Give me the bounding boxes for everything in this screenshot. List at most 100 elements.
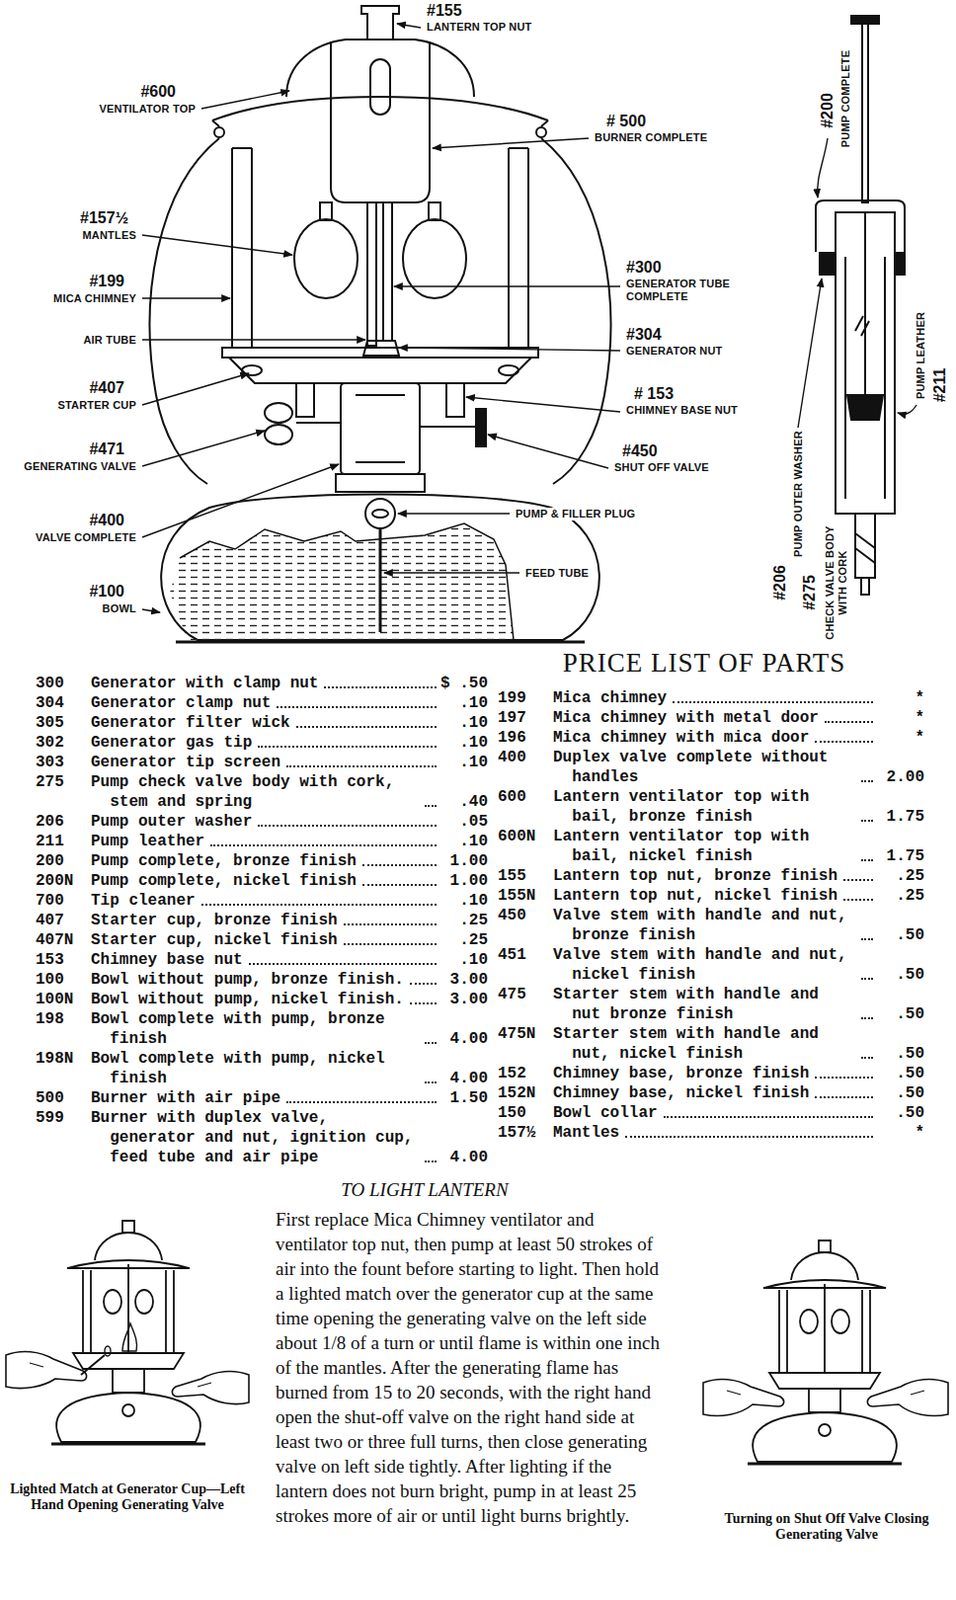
price-row: 400Duplex valve complete without handles…: [497, 747, 925, 788]
part-price: *: [876, 1122, 925, 1143]
valve-illustration: [867, 1379, 949, 1417]
part-price: .50: [876, 1063, 925, 1084]
dot-leader: [861, 938, 874, 941]
row-body: Bowl complete with pump, bronze finish: [90, 1009, 441, 1049]
lighting-illustration: [5, 1220, 249, 1444]
burner: [319, 41, 441, 221]
callout: #200: [818, 90, 837, 131]
row-body: Bowl collar: [553, 1103, 877, 1123]
pump-drawing: [815, 200, 905, 252]
part-price: .25: [876, 885, 925, 906]
row-body: Generator gas tip: [90, 732, 441, 753]
leader-line: [142, 464, 339, 538]
part-number: 599: [35, 1108, 91, 1128]
pump-drawing: [855, 533, 876, 563]
row-body: Pump complete, bronze finish: [90, 851, 441, 872]
dot-leader: [257, 824, 437, 827]
price-row: 275Pump check valve body with cork, stem…: [35, 772, 488, 812]
bail-wire: [150, 138, 220, 484]
part-description: Duplex valve complete without handles: [553, 747, 856, 788]
part-number: 407: [35, 910, 91, 931]
price-column: 199Mica chimney*197Mica chimney with met…: [497, 688, 925, 1143]
valve-illustration: [703, 1240, 949, 1464]
callout-number: #304: [624, 325, 664, 344]
price-row: 153Chimney base nut.10: [35, 950, 488, 970]
callout-number: #200: [818, 90, 837, 131]
price-row: 196Mica chimney with mica door*: [497, 727, 925, 748]
callout: PUMP & FILLER PLUG: [513, 507, 638, 521]
part-number: 196: [497, 727, 554, 748]
part-label: GENERATING VALVE: [21, 460, 139, 474]
ventilator-top: [212, 39, 549, 138]
row-body: Mica chimney: [553, 688, 877, 709]
part-price: .25: [876, 866, 925, 886]
price-row: 300Generator with clamp nut$ .50: [35, 673, 488, 694]
callout: #304: [624, 325, 664, 344]
leader-line: [142, 23, 621, 613]
price-row: 211Pump leather.10: [35, 831, 488, 852]
price-row: 198Bowl complete with pump, bronze finis…: [35, 1009, 488, 1049]
part-number: 155: [497, 866, 554, 886]
part-description: Pump complete, nickel finish: [90, 871, 357, 891]
dot-leader: [861, 1056, 874, 1059]
leader-line: [142, 373, 249, 405]
part-description: Generator with clamp nut: [90, 673, 319, 694]
dot-leader: [343, 943, 437, 946]
callout-number: #155: [424, 1, 465, 20]
callout: #275: [800, 572, 819, 613]
dot-leader: [843, 878, 874, 881]
part-description: Mica chimney: [553, 688, 667, 709]
row-body: Chimney base nut: [90, 950, 441, 970]
price-row: 100Bowl without pump, bronze finish.3.00: [35, 969, 488, 990]
part-price: .50: [876, 1004, 925, 1025]
callout: GENERATING VALVE: [21, 460, 139, 474]
row-body: Lantern top nut, bronze finish: [553, 866, 877, 886]
row-body: Burner with air pipe: [90, 1088, 441, 1109]
part-price: .10: [440, 890, 488, 911]
dot-leader: [362, 883, 437, 886]
part-price: .50: [876, 1103, 925, 1123]
leader-line: [897, 404, 917, 414]
valve-body: [264, 383, 486, 492]
dot-leader: [824, 720, 874, 723]
callout: MICA CHIMNEY: [51, 292, 139, 306]
callout: # 153: [632, 385, 676, 403]
part-label: PUMP & FILLER PLUG: [513, 507, 638, 521]
part-price: *: [876, 708, 925, 728]
part-label: BOWL: [100, 602, 139, 616]
leader-line: [398, 512, 510, 514]
part-label: PUMP OUTER WASHER: [792, 428, 805, 559]
part-description: Mica chimney with metal door: [553, 708, 819, 728]
leader-line: [797, 278, 822, 428]
part-description: Pump check valve body with cork, stem an…: [90, 772, 419, 812]
part-label: MICA CHIMNEY: [51, 292, 139, 306]
leader-line: [384, 571, 520, 573]
part-description: Pump leather: [90, 831, 205, 852]
lighting-illustration: [51, 1220, 206, 1444]
part-label: CHECK VALVE BODY WITH CORK: [823, 519, 850, 647]
part-description: Bowl complete with pump, nickel finish: [90, 1048, 419, 1089]
dot-leader: [201, 903, 437, 906]
part-number: 475N: [497, 1024, 554, 1044]
ventilator-top: [214, 127, 225, 138]
part-label: VENTILATOR TOP: [96, 102, 198, 116]
lighting-illustration: [5, 1352, 87, 1389]
price-row: 304Generator clamp nut.10: [35, 693, 488, 714]
row-body: Bowl complete with pump, nickel finish: [90, 1048, 441, 1089]
part-price: .10: [440, 732, 488, 753]
pump-drawing: [855, 316, 870, 336]
pump-drawing: [855, 513, 876, 578]
chimney-base: [498, 365, 519, 376]
leader-line: [466, 397, 621, 412]
leader-line: [142, 609, 160, 613]
part-description: Bowl complete with pump, bronze finish: [90, 1009, 419, 1049]
row-body: Duplex valve complete without handles: [553, 747, 877, 788]
part-description: Generator tip screen: [90, 752, 281, 773]
heading-box: PRICE LIST OF PARTS: [562, 647, 847, 678]
text-box: First replace Mica Chimney ventilator an…: [275, 1206, 666, 1528]
row-body: Starter cup, bronze finish: [90, 910, 441, 931]
table-heading: PRICE LIST OF PARTS: [562, 647, 847, 678]
dot-leader: [843, 898, 874, 901]
price-row: 700Tip cleaner.10: [35, 890, 488, 911]
row-body: Bowl without pump, bronze finish.: [90, 969, 441, 990]
